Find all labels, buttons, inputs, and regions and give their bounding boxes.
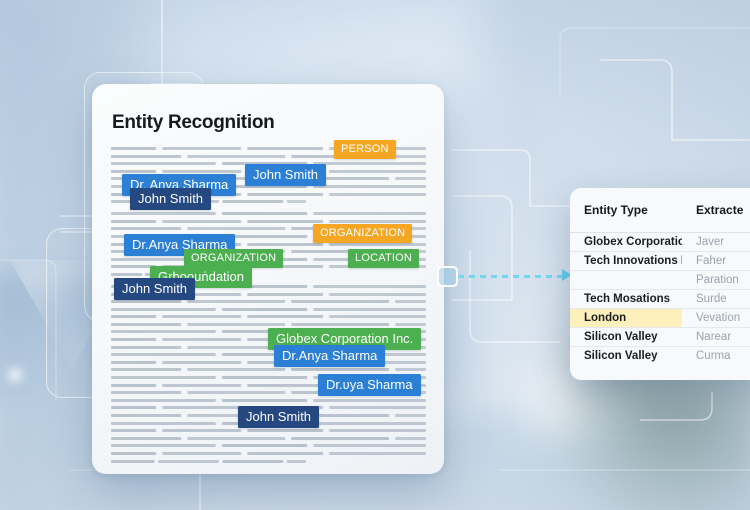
table-row[interactable]: Paration bbox=[570, 270, 750, 289]
entity-tag-person-label[interactable]: PERSON bbox=[334, 140, 396, 159]
cell-entity-type: London bbox=[570, 308, 682, 327]
document-card[interactable]: Entity Recognition bbox=[92, 84, 444, 474]
entity-tag-john-smith-3[interactable]: John Smith bbox=[114, 278, 196, 300]
entity-tag-location-label[interactable]: LOCATION bbox=[348, 249, 420, 268]
cell-extracted-value: Paration bbox=[696, 273, 739, 286]
cell-extracted-value: Narear bbox=[696, 330, 732, 343]
entity-tag-organization-label-2[interactable]: ORGANIZATION bbox=[184, 249, 284, 268]
flow-arrow-line bbox=[458, 275, 566, 278]
cell-entity-type bbox=[570, 270, 682, 289]
extraction-results-panel[interactable]: Entity Type Extracte Globex Corporation … bbox=[570, 188, 750, 380]
table-row[interactable]: Globex Corporation Javer bbox=[570, 232, 750, 251]
table-row[interactable]: Silicon Valley Curma bbox=[570, 346, 750, 365]
table-row-highlighted[interactable]: London Vevation bbox=[570, 308, 750, 327]
cell-extracted-value: Surde bbox=[696, 292, 727, 305]
flow-arrow-head-icon bbox=[562, 269, 572, 281]
entity-tag-john-smith-4[interactable]: John Smith bbox=[238, 406, 320, 428]
cell-entity-type: Globex Corporation bbox=[584, 235, 682, 248]
cell-entity-type: Silicon Valley bbox=[584, 349, 658, 362]
table-row[interactable]: Tech Mosations Surde bbox=[570, 289, 750, 308]
cell-entity-type: Tech Mosations bbox=[584, 292, 671, 305]
page-title: Entity Recognition bbox=[112, 112, 275, 133]
cell-entity-type: Silicon Valley bbox=[584, 330, 658, 343]
table-row[interactable]: Tech Innovations Inc. Faher bbox=[570, 251, 750, 270]
entity-tag-john-smith-2[interactable]: John Smith bbox=[130, 188, 212, 210]
panel-footer-space bbox=[570, 365, 750, 379]
table-row[interactable]: Silicon Valley Narear bbox=[570, 327, 750, 346]
entity-results-table: Entity Type Extracte Globex Corporation … bbox=[570, 188, 750, 365]
table-header-row: Entity Type Extracte bbox=[570, 188, 750, 232]
flow-node bbox=[437, 266, 458, 287]
cell-extracted-value: Faher bbox=[696, 254, 727, 267]
entity-tag-organization-label-1[interactable]: ORGANIZATION bbox=[313, 224, 413, 243]
background-light-glow bbox=[2, 362, 28, 388]
column-header-extracted-value[interactable]: Extracte bbox=[682, 188, 750, 232]
cell-extracted-value: Curma bbox=[696, 349, 731, 362]
entity-tag-anya-sharma-4[interactable]: Dr.ʋya Sharma bbox=[318, 374, 421, 396]
cell-extracted-value: Javer bbox=[696, 235, 725, 248]
entity-tag-john-smith-1[interactable]: John Smith bbox=[245, 164, 327, 186]
cell-entity-type: Tech Innovations Inc. bbox=[584, 254, 682, 267]
entity-tag-anya-sharma-3[interactable]: Dr.Anya Sharma bbox=[274, 345, 386, 367]
column-header-entity-type[interactable]: Entity Type bbox=[570, 188, 682, 232]
entity-tag-globex-corp[interactable]: Globex Corporation Inc. bbox=[268, 328, 422, 350]
cell-extracted-value: Vevation bbox=[696, 311, 741, 324]
